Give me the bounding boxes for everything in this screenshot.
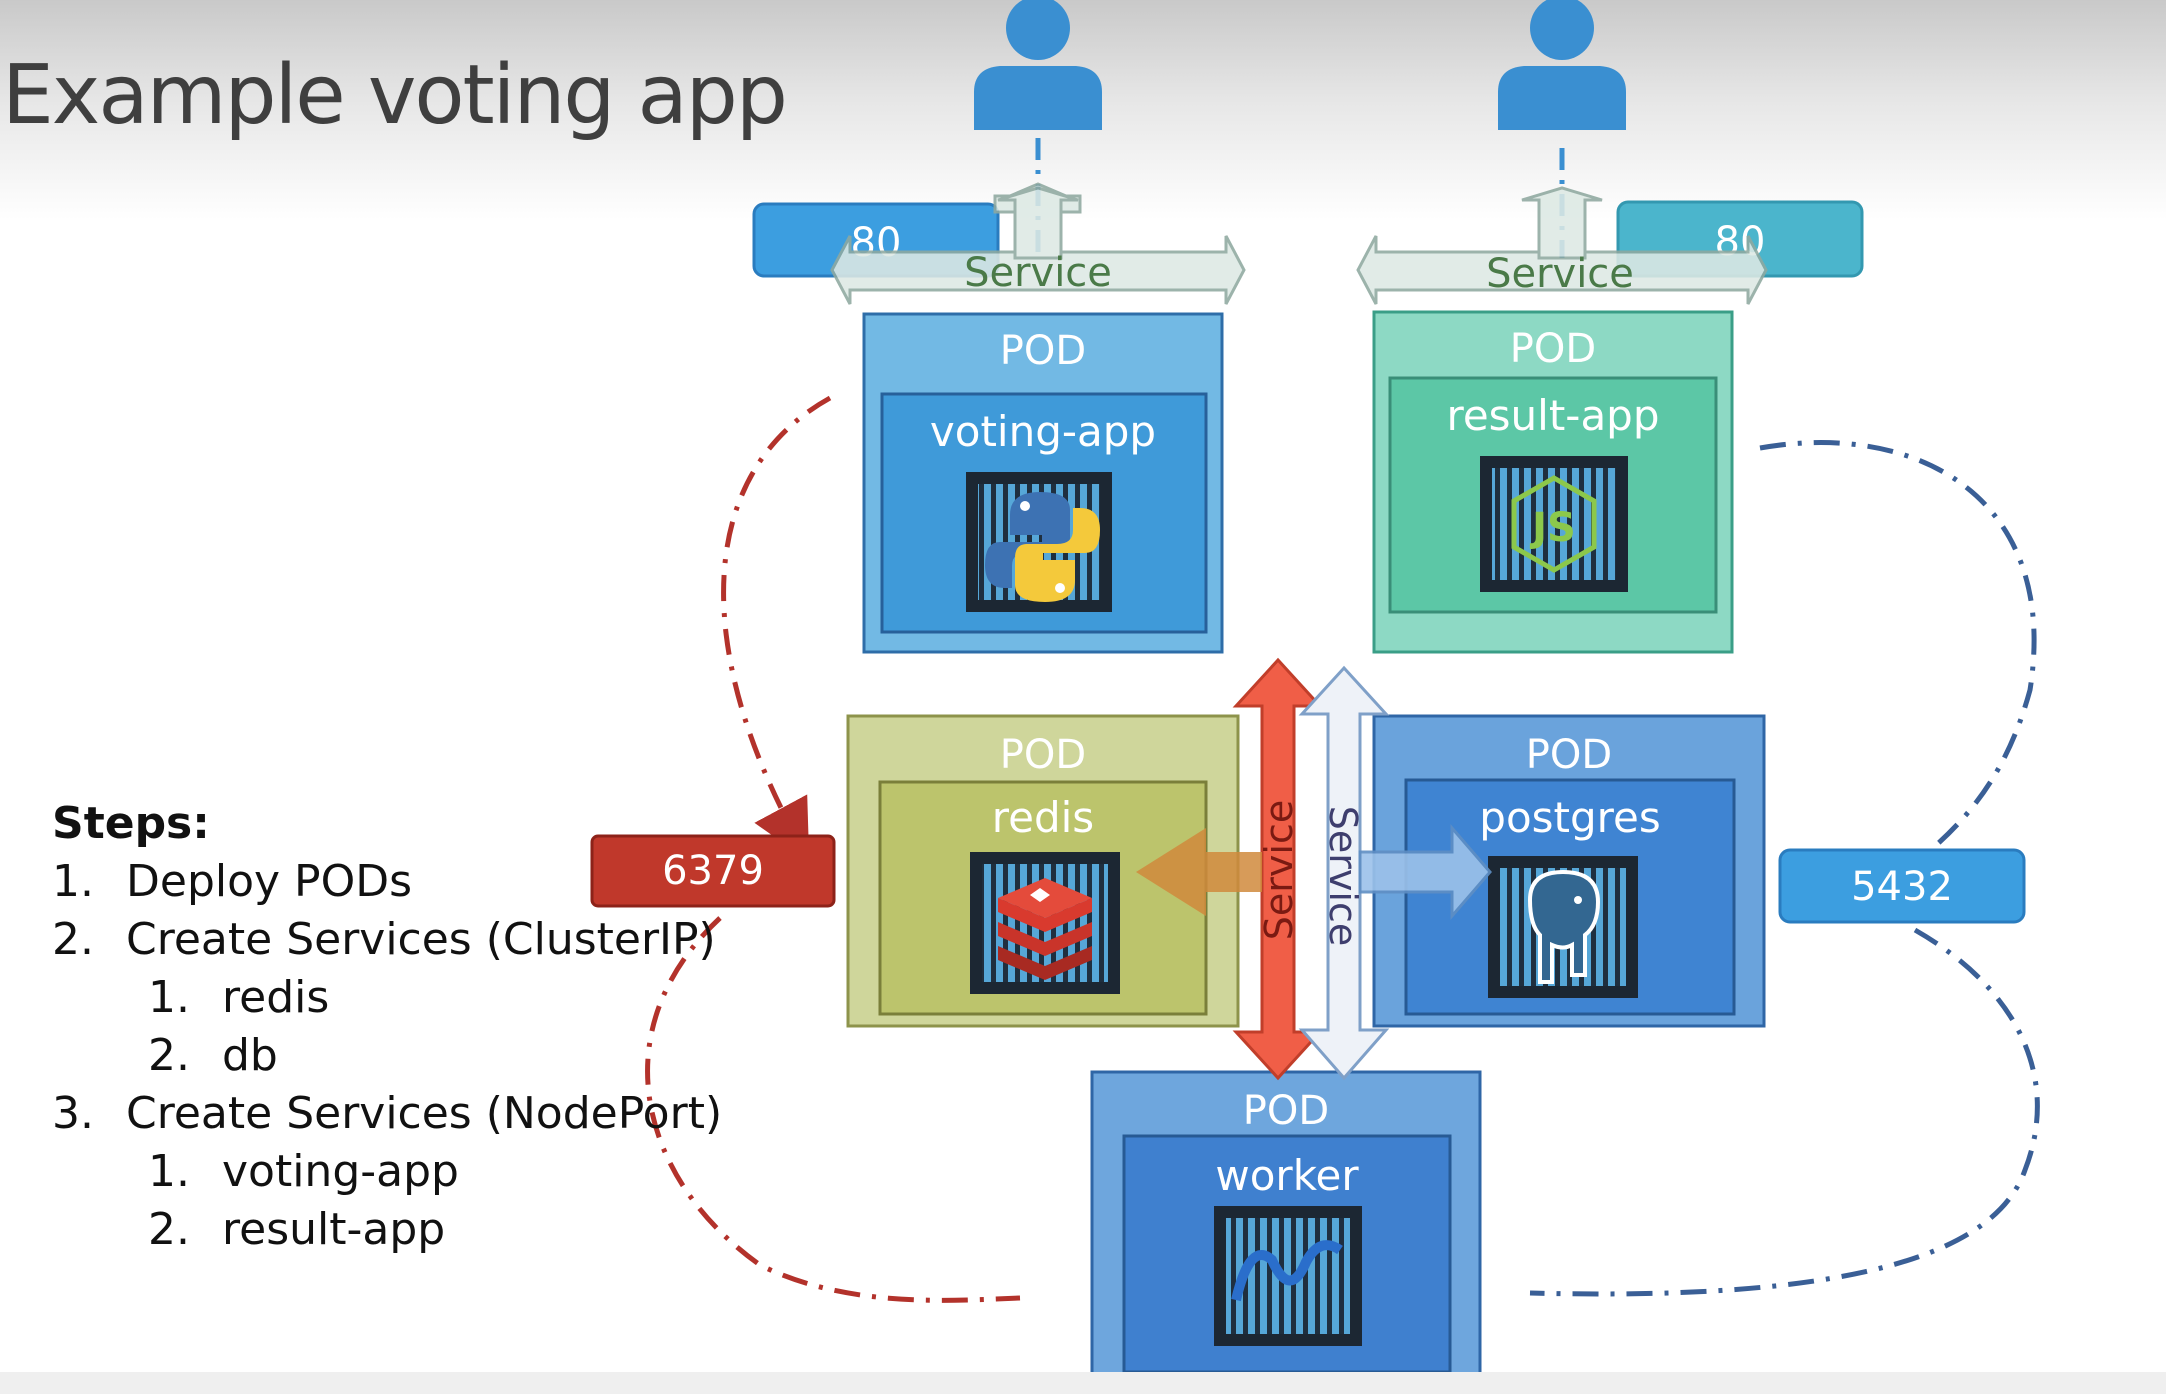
list-text: voting-app — [222, 1146, 459, 1197]
list-number: 2. — [148, 1204, 190, 1255]
redis-icon — [970, 852, 1120, 994]
nodejs-icon: JS — [1480, 456, 1628, 592]
pod-label: POD — [1000, 732, 1086, 778]
db-service-label: Service — [1321, 806, 1365, 946]
pod-label: POD — [1243, 1088, 1329, 1134]
bottom-bar — [0, 1372, 2166, 1394]
list-number: 1. — [148, 972, 190, 1023]
list-number: 1. — [52, 856, 94, 907]
redis-service-label: Service — [1257, 800, 1301, 940]
pod-label: POD — [1510, 326, 1596, 372]
list-item: 3. Create Services (NodePort) — [52, 1085, 722, 1143]
list-subitem: 1. voting-app — [52, 1143, 722, 1201]
result-service-label: Service — [1486, 251, 1634, 297]
steps-list: Steps: 1. Deploy PODs 2. Create Services (… — [52, 795, 722, 1259]
result-container-label: result-app — [1446, 391, 1659, 440]
db-service-arrow — [1298, 665, 1390, 1081]
dotnet-icon — [1214, 1206, 1362, 1346]
list-text: redis — [222, 972, 330, 1023]
redis-port-box — [590, 834, 836, 908]
voting-container-label: voting-app — [930, 407, 1156, 456]
list-text: Deploy PODs — [126, 856, 413, 907]
voting-to-redis-connector — [721, 395, 832, 862]
python-icon — [966, 472, 1112, 612]
slide-title: Example voting app — [2, 48, 788, 143]
list-text: db — [222, 1030, 278, 1081]
user-icon — [1498, 0, 1626, 130]
worker-container-label: worker — [1215, 1151, 1359, 1200]
list-item: 2. Create Services (ClusterIP) — [52, 911, 722, 969]
list-text: Create Services (ClusterIP) — [126, 914, 716, 965]
result-service-arrow — [1356, 186, 1768, 305]
steps-heading: Steps: — [52, 798, 210, 849]
pod-label: POD — [1000, 328, 1086, 374]
redis-link-arrow — [1136, 828, 1262, 916]
postgres-link-arrow — [1358, 823, 1492, 921]
voting-service-arrow — [830, 182, 1246, 305]
postgres-elephant-icon — [1488, 856, 1638, 998]
redis-container-label: redis — [992, 793, 1094, 842]
list-number: 3. — [52, 1088, 94, 1139]
db-port-box — [1778, 848, 2026, 924]
list-subitem: 2. db — [52, 1027, 722, 1085]
list-subitem: 2. result-app — [52, 1201, 722, 1259]
voting-service-label: Service — [964, 250, 1112, 296]
list-number: 2. — [52, 914, 94, 965]
redis-to-worker-connector — [645, 916, 1021, 1303]
list-text: Create Services (NodePort) — [126, 1088, 723, 1139]
pod-label: POD — [1526, 732, 1612, 778]
redis-port-label: 6379 — [662, 848, 764, 894]
redis-service-arrow — [1232, 657, 1324, 1081]
list-text: result-app — [222, 1204, 446, 1255]
list-item: 1. Deploy PODs — [52, 853, 722, 911]
postgres-container-label: postgres — [1479, 793, 1660, 842]
result-to-db-connector — [1759, 440, 2037, 922]
list-subitem: 1. redis — [52, 969, 722, 1027]
db-to-worker-connector — [1529, 927, 2040, 1297]
svg-text:JS: JS — [1529, 505, 1576, 551]
list-number: 1. — [148, 1146, 190, 1197]
db-port-label: 5432 — [1851, 864, 1953, 910]
user-icon — [974, 0, 1102, 130]
list-number: 2. — [148, 1030, 190, 1081]
